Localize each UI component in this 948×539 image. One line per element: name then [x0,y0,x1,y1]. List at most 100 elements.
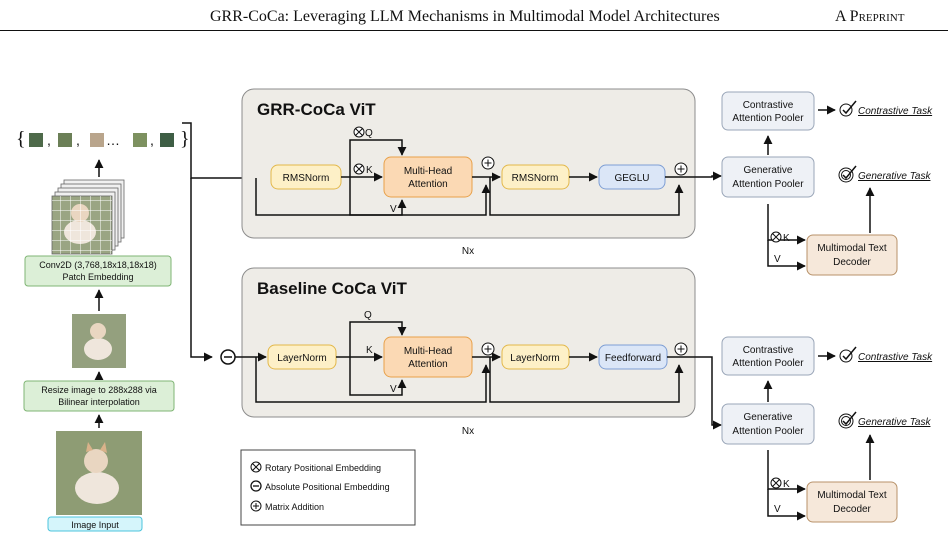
patch-comma: , [47,132,51,148]
grr-decoder-k-label: K [783,233,790,244]
base-decoder-rotary-cross [772,479,780,487]
image-input-box [47,516,143,532]
patch-to-grr-arrow [182,122,262,183]
patch-to-baseline-arrow [190,178,213,362]
kitten-body [84,338,112,360]
brace-open: { [16,128,26,150]
grr-contrastive-pooler-l1: Contrastive [743,100,794,111]
patch-thumb [133,133,147,147]
grr-q-path [349,139,407,177]
grr-contrastive-task-label: Contrastive Task [858,106,933,117]
grr-residual-1 [255,178,491,216]
base-q-path [349,321,407,357]
header-right: A Preprint [835,8,905,25]
legend-rotary-label: Rotary Positional Embedding [265,463,381,473]
patch-thumb [29,133,43,147]
legend-addition-plus [253,503,259,509]
base-decoder-k-label: K [783,479,790,490]
kitten-body [75,472,119,504]
grr-generative-pooler-l2: Attention Pooler [732,179,804,190]
base-decoder-v-label: V [774,504,781,515]
base-layernorm-1-label: LayerNorm [277,353,326,364]
base-generative-pooler-l1: Generative [744,412,793,423]
grr-text-decoder-l1: Multimodal Text [817,243,887,254]
base-residual-1 [255,357,491,403]
grr-vit-title: GRR-CoCa ViT [257,100,376,119]
resize-label-line1: Resize image to 288x288 via [41,385,157,395]
patch-comma: , [150,132,154,148]
resize-label-line2: Bilinear interpolation [58,397,140,407]
base-generative-check-icon [838,413,854,429]
base-contrastive-pooler [721,336,815,376]
patch-thumb [160,133,174,147]
base-generative-pooler-l2: Attention Pooler [732,426,804,437]
base-text-decoder-l1: Multimodal Text [817,490,887,501]
grr-generative-check-mark [842,165,857,180]
resized-image [72,314,126,368]
base-feedforward-label: Feedforward [605,353,661,364]
base-attention-label-1: Multi-Head [404,346,452,357]
kitten-head [90,323,106,339]
base-generative-check-inner [841,416,851,426]
base-q-label: Q [364,310,372,321]
grr-text-decoder [806,234,898,276]
patch-comma: , [76,132,80,148]
grr-generative-check-icon [838,167,854,183]
grr-decoder-rotary-cross [772,233,780,241]
grr-generative-pooler-l1: Generative [744,165,793,176]
grr-generative-task-label: Generative Task [858,171,931,182]
grr-v-label: V [390,204,397,215]
base-contrastive-task-label: Contrastive Task [858,352,933,363]
patch-thumb [90,133,104,147]
base-to-pooler-arrow [667,356,722,430]
base-contrastive-check-mark [842,346,857,361]
base-residual-2 [489,357,684,403]
base-repeat-label: Nx [462,426,474,437]
grr-contrastive-check-mark [842,100,857,115]
grr-generative-check-inner [841,170,851,180]
resize-box [23,380,175,412]
base-text-decoder [806,481,898,523]
conv2d-label-line1: Conv2D (3,768,18x18,18x18) [39,260,157,270]
header-rule [0,30,948,31]
base-contrastive-pooler-l1: Contrastive [743,345,794,356]
grr-q-label: Q [365,128,373,139]
grr-k-label: K [366,165,373,176]
grr-attention-label-1: Multi-Head [404,166,452,177]
grr-contrastive-pooler-l2: Attention Pooler [732,113,804,124]
grr-add-2-plus [677,165,685,173]
base-contrastive-check-icon [839,349,853,363]
base-add-1-plus [484,345,492,353]
patch-grid-lines [52,196,112,254]
base-k-label: K [366,345,373,356]
base-attention-box [383,336,473,378]
base-text-decoder-l2: Decoder [833,504,871,515]
kitten-ear [86,442,93,452]
base-generative-task-label: Generative Task [858,417,931,428]
kitten-head [84,449,108,473]
legend-absolute-label: Absolute Positional Embedding [265,482,390,492]
kitten-ear [100,442,107,453]
baseline-vit-title: Baseline CoCa ViT [257,279,408,298]
brace-close: } [180,128,190,150]
grr-repeat-label: Nx [462,246,474,257]
patch-sequence: , , … , [29,132,174,148]
base-v-path [349,357,407,396]
patch-ellipsis: … [106,132,120,148]
grr-add-1-plus [484,159,492,167]
grr-decoder-v-label: V [774,254,781,265]
input-image [56,431,142,515]
grr-v-to-decoder [767,240,806,271]
base-v-to-decoder [767,489,806,521]
image-input-label: Image Input [71,520,119,530]
legend-rotary-cross [252,463,260,471]
patch-grid-stack [51,179,125,255]
patch-thumb [58,133,72,147]
legend-box [240,449,416,526]
conv2d-label-line2: Patch Embedding [62,272,133,282]
conv2d-box [24,255,172,287]
base-layernorm-2-label: LayerNorm [510,353,559,364]
grr-attention-box [383,156,473,198]
grr-contrastive-pooler [721,91,815,131]
